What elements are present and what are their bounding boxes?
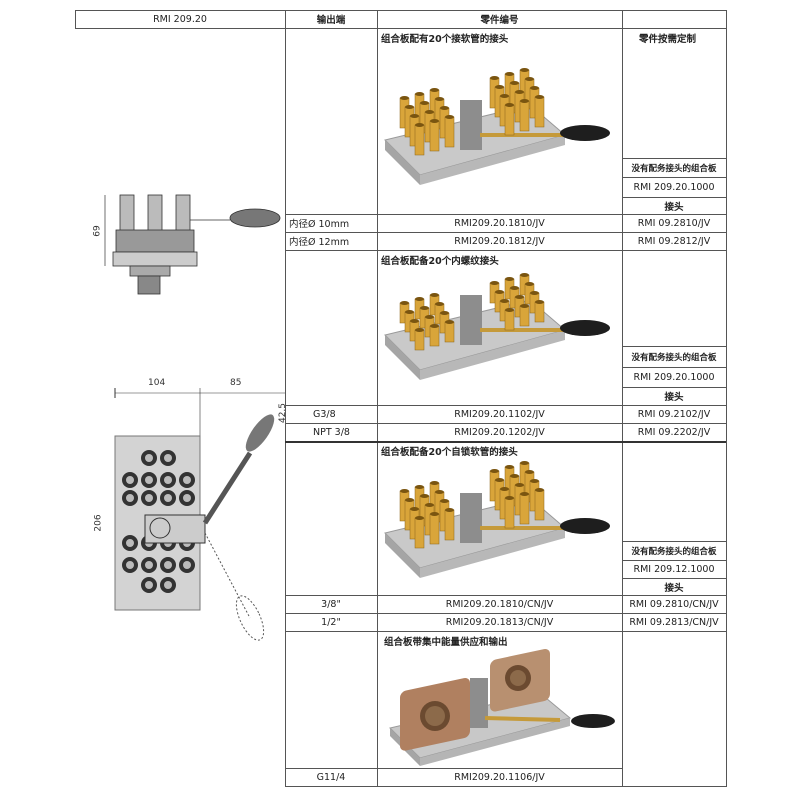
output-cell: 1/2" [321, 616, 341, 628]
output-cell: G11/4 [316, 771, 346, 783]
output-cell: 内径Ø 12mm [289, 237, 350, 248]
dim-offset: 42.5 [278, 402, 289, 424]
section-title: 组合板配备20个内螺纹接头 [381, 256, 499, 267]
product-photo-self-locking-fittings [384, 461, 610, 578]
fitting-cell: RMI 09.2813/CN/JV [629, 616, 719, 628]
side-label: 没有配务接头的组合板 [631, 352, 717, 363]
dim-side-height: 69 [92, 225, 103, 237]
part-number-cell: RMI209.20.1812/JV [454, 235, 545, 247]
part-number-cell: RMI209.20.1106/JV [454, 771, 545, 783]
section-title: 组合板带集中能量供应和输出 [384, 637, 508, 648]
part-number-cell: RMI209.20.1813/CN/JV [445, 616, 554, 628]
part-number-cell: RMI209.20.1102/JV [454, 408, 545, 420]
product-photo-hose-fittings [384, 68, 610, 185]
product-photo-central-supply [389, 649, 615, 766]
dim-handle: 85 [230, 378, 242, 388]
output-cell: G3/8 [313, 408, 336, 420]
section-title: 组合板配有20个接软管的接头 [381, 34, 509, 45]
fitting-cell: RMI 09.2810/JV [637, 217, 711, 229]
product-photo-threaded-fittings [384, 273, 610, 380]
part-number-cell: RMI209.20.1202/JV [454, 426, 545, 438]
side-fitting-label: 接头 [664, 201, 684, 213]
output-cell: 内径Ø 10mm [289, 219, 350, 230]
side-label: 没有配务接头的组合板 [631, 163, 717, 174]
output-cell: 3/8" [321, 598, 341, 610]
side-view-drawing [104, 194, 281, 295]
header-output: 输出端 [316, 15, 346, 26]
part-number-cell: RMI209.20.1810/CN/JV [445, 598, 554, 610]
side-value: RMI 209.20.1000 [633, 181, 715, 193]
fitting-cell: RMI 09.2810/CN/JV [629, 598, 719, 610]
header-part-number: 零件编号 [480, 15, 519, 26]
top-view-drawing [114, 388, 285, 641]
side-fitting-label: 接头 [664, 392, 684, 403]
side-value: RMI 209.12.1000 [633, 563, 715, 575]
dim-width: 104 [148, 378, 166, 388]
custom-note: 零件按需定制 [639, 34, 697, 45]
part-number-cell: RMI209.20.1810/JV [454, 217, 545, 229]
fitting-cell: RMI 09.2812/JV [637, 235, 711, 247]
side-value: RMI 209.20.1000 [633, 371, 715, 383]
side-fitting-label: 接头 [664, 582, 684, 594]
fitting-cell: RMI 09.2202/JV [637, 426, 711, 438]
header-model: RMI 209.20 [153, 13, 207, 25]
fitting-cell: RMI 09.2102/JV [637, 408, 711, 420]
section-title: 组合板配备20个自锁软管的接头 [381, 447, 518, 458]
side-label: 没有配务接头的组合板 [631, 546, 717, 557]
output-cell: NPT 3/8 [313, 426, 350, 438]
dim-length: 206 [93, 514, 104, 532]
